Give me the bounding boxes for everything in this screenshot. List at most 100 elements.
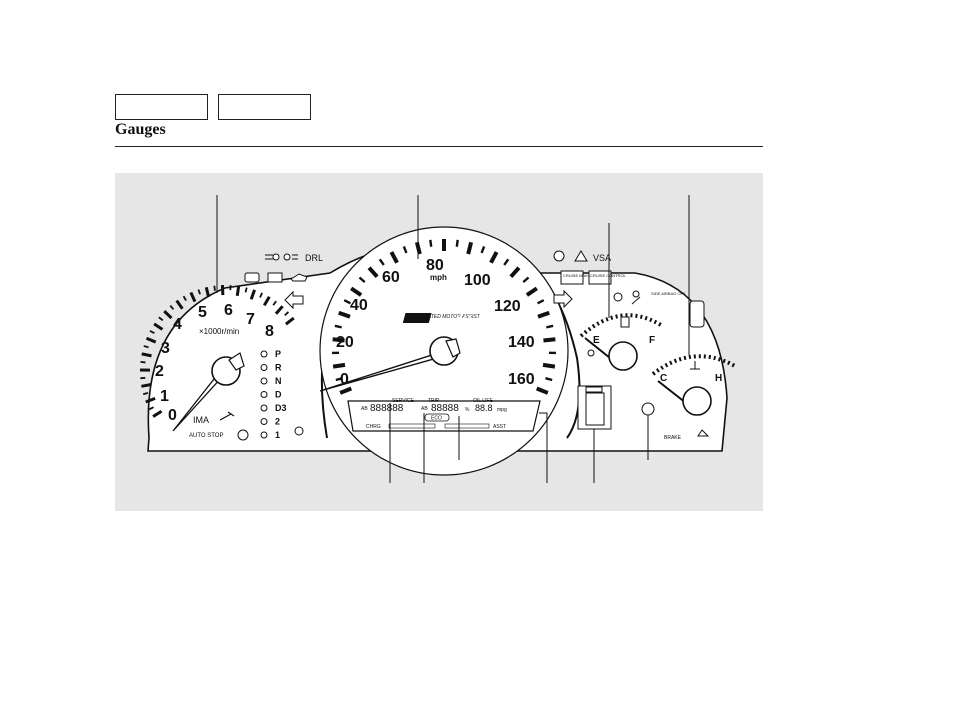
tach-label-3: 3	[161, 340, 170, 357]
tick-mark	[546, 324, 554, 329]
cruise-main-label: CRUISE MAIN	[563, 273, 589, 278]
tick-mark	[338, 310, 351, 319]
gear-position-lamp	[260, 364, 268, 371]
wrench-icon	[219, 411, 235, 421]
speed-label-160: 160	[508, 371, 535, 388]
speedometer-tick-marks	[331, 239, 557, 395]
temp-cold-label: C	[660, 373, 667, 384]
oil-unit: %	[465, 407, 470, 413]
service-value: 888888	[370, 403, 404, 414]
oil-pressure-icon	[290, 273, 308, 282]
tach-label-6: 6	[224, 302, 233, 319]
engine-check-icon	[244, 272, 260, 283]
tick-mark	[148, 406, 154, 411]
coolant-icon	[690, 361, 700, 370]
tick-mark	[244, 287, 248, 293]
page-title: Gauges	[115, 121, 166, 138]
tick-mark	[141, 352, 152, 358]
gear-position-label: R	[275, 363, 282, 373]
nav-tab-1[interactable]	[115, 94, 208, 120]
tach-label-7: 7	[246, 311, 255, 328]
tick-mark	[145, 336, 157, 344]
tick-mark	[543, 337, 556, 343]
high-beam-icon	[265, 253, 280, 261]
tick-mark	[274, 305, 284, 315]
cruise-main-indicator	[560, 270, 584, 285]
tick-mark	[142, 392, 149, 396]
tick-mark	[163, 310, 173, 320]
speedometer-tick-labels: 0 20 40 60 80 100 120 140 160	[336, 257, 535, 388]
tick-mark	[189, 291, 197, 303]
speed-unit: mph	[430, 273, 447, 282]
tick-mark	[335, 377, 343, 382]
charge-label: CHRG	[366, 424, 381, 430]
tick-mark	[509, 266, 521, 279]
dimmer-knob	[294, 426, 304, 436]
auto-stop-label: AUTO STOP	[189, 433, 223, 439]
tach-label-8: 8	[265, 323, 274, 340]
tick-mark	[152, 410, 163, 418]
tick-mark	[537, 299, 545, 305]
tick-mark	[141, 383, 152, 388]
abs-icon	[553, 250, 565, 262]
battery-icon	[267, 272, 283, 283]
tick-mark	[402, 246, 408, 254]
speed-label-80: 80	[426, 257, 444, 274]
tick-mark	[389, 251, 399, 264]
tick-mark	[284, 311, 290, 316]
tick-mark	[525, 286, 538, 297]
tick-mark	[332, 362, 346, 369]
cruise-control-indicator	[588, 270, 612, 285]
tach-label-1: 1	[160, 388, 169, 405]
tach-label-4: 4	[173, 316, 182, 333]
ima-logo-text: IMA	[456, 314, 473, 324]
callout-lines	[216, 195, 690, 483]
nav-tab-2[interactable]	[218, 94, 311, 120]
tick-mark	[503, 258, 510, 266]
tick-mark	[535, 386, 549, 395]
immobilizer-icon	[641, 402, 655, 416]
mpg-value: 88.8	[475, 403, 493, 413]
tick-mark	[284, 316, 295, 326]
gear-position-lamp	[260, 404, 268, 412]
fuel-indicator-dot	[587, 349, 595, 357]
fog-light-icon	[283, 253, 298, 261]
tick-mark	[182, 295, 187, 301]
left-turn-signal-icon	[284, 290, 304, 310]
speed-label-120: 120	[494, 298, 521, 315]
gear-position-lamp	[260, 391, 268, 398]
vsa-label: VSA	[593, 253, 611, 263]
tick-mark	[249, 289, 256, 300]
tick-mark	[158, 316, 164, 322]
tick-mark	[334, 324, 342, 329]
eco-indicator	[424, 413, 450, 422]
mpg-unit: mpg	[497, 407, 507, 413]
tick-mark	[175, 299, 184, 310]
gear-position-label: D3	[275, 403, 287, 413]
multi-info-display: SERVICE AB 888888 TRIP AB 88888 OIL LIFE…	[347, 398, 541, 432]
ima-logo-badge	[402, 313, 432, 323]
warning-triangle-icon	[574, 250, 588, 262]
tick-mark	[213, 285, 216, 291]
battery-level-icon	[585, 386, 603, 393]
tach-label-2: 2	[155, 363, 164, 380]
side-airbag-off-label: SIDE AIRBAG OFF	[651, 291, 686, 296]
headlight-icon	[613, 292, 623, 302]
tick-mark	[153, 322, 164, 331]
fuel-empty-label: E	[593, 335, 600, 346]
title-divider	[115, 146, 763, 147]
tick-mark	[378, 258, 385, 266]
right-turn-signal-icon	[553, 289, 573, 309]
tach-label-0: 0	[168, 407, 177, 424]
assist-bar	[444, 423, 490, 429]
temp-hot-label: H	[715, 373, 722, 384]
tick-mark	[262, 295, 271, 307]
tick-mark	[542, 362, 556, 369]
tick-mark	[489, 251, 499, 264]
assist-label: ASST	[493, 424, 506, 430]
gear-position-label: N	[275, 376, 282, 386]
service-sub: AB	[361, 406, 368, 412]
tick-mark	[367, 266, 379, 279]
speed-label-40: 40	[350, 297, 368, 314]
tick-mark	[358, 276, 366, 284]
